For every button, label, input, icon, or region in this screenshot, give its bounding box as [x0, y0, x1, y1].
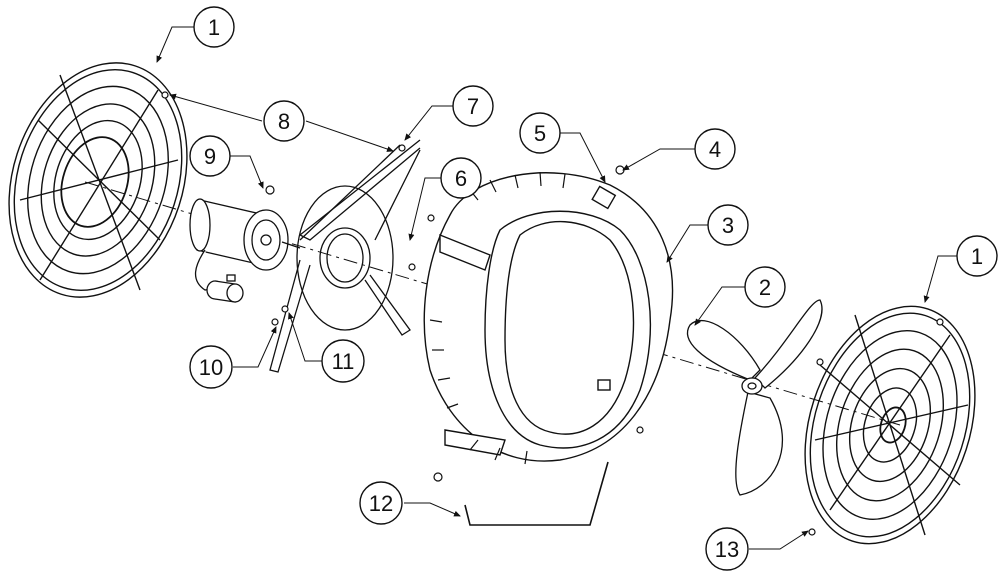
- capacitor: [206, 274, 244, 303]
- fan-blade: [686, 299, 823, 496]
- svg-text:1: 1: [208, 15, 220, 40]
- svg-text:7: 7: [467, 94, 479, 119]
- callout-13: 13: [705, 527, 749, 571]
- svg-text:11: 11: [332, 349, 355, 374]
- callout-1-top-left: 1: [193, 6, 235, 48]
- callout-12: 12: [359, 481, 403, 525]
- svg-text:12: 12: [369, 491, 393, 516]
- fan-shroud: [423, 172, 674, 462]
- hardware: [161, 91, 944, 536]
- brace-bar: [464, 461, 609, 526]
- left-grille: [8, 62, 188, 298]
- svg-text:6: 6: [455, 166, 467, 191]
- callout-4: 4: [694, 128, 736, 170]
- svg-text:3: 3: [722, 213, 734, 238]
- svg-text:9: 9: [204, 144, 216, 169]
- svg-text:8: 8: [278, 109, 290, 134]
- callout-11: 11: [321, 339, 365, 383]
- motor-bracket: [269, 139, 421, 373]
- callout-2: 2: [744, 266, 786, 308]
- svg-text:2: 2: [759, 275, 771, 300]
- callout-8: 8: [263, 100, 305, 142]
- callout-5: 5: [519, 112, 561, 154]
- shroud-ribs: [429, 171, 566, 465]
- callout-3: 3: [707, 204, 749, 246]
- callout-10: 10: [189, 345, 233, 389]
- svg-text:4: 4: [709, 137, 721, 162]
- svg-text:5: 5: [534, 121, 546, 146]
- svg-text:1: 1: [971, 244, 983, 269]
- motor: [189, 198, 301, 291]
- right-grille: [804, 305, 976, 545]
- svg-text:13: 13: [715, 537, 739, 562]
- leader-lines: [156, 26, 958, 550]
- callout-6: 6: [440, 157, 482, 199]
- callout-1-right: 1: [956, 235, 998, 277]
- callout-7: 7: [452, 85, 494, 127]
- callout-9: 9: [189, 135, 231, 177]
- svg-text:10: 10: [199, 355, 223, 380]
